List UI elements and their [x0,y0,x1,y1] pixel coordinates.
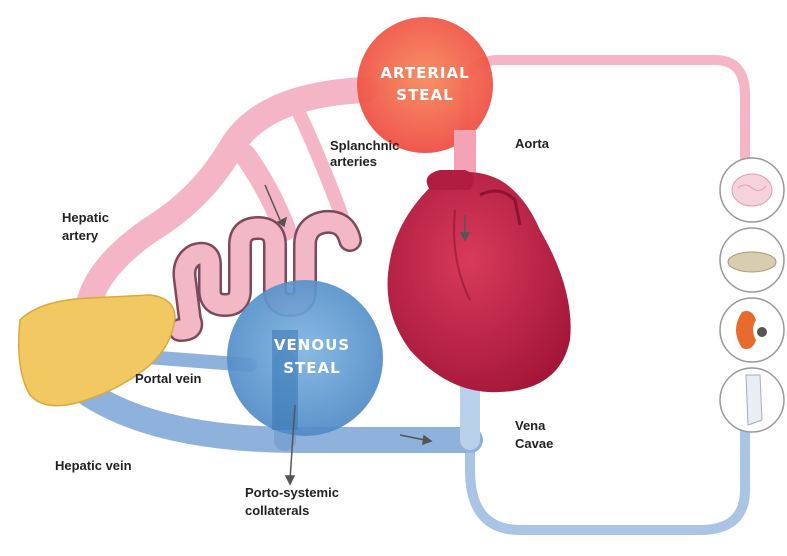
portal-vein-label: Portal vein [135,371,202,386]
porto-systemic-label-2: collaterals [245,503,309,518]
aorta-label: Aorta [515,136,550,151]
porto-systemic-label-1: Porto-systemic [245,485,339,500]
arterial-steal-label-2: STEAL [396,86,453,104]
heart-icon [388,170,571,392]
hepatic-artery-label-1: Hepatic [62,210,109,225]
splanchnic-arteries-label-2: arteries [330,154,377,169]
aorta-vessel [465,60,745,190]
arterial-steal-label-1: ARTERIAL [380,64,469,82]
brain-icon [732,174,772,206]
venous-circuit [70,330,745,530]
hepatic-artery-vessel [90,90,365,300]
venous-steal-label-2: STEAL [283,359,340,377]
systemic-venous-return [470,380,745,530]
leg-icon [746,375,762,425]
vena-cava-label-2: Cavae [515,436,553,451]
venous-steal-label-1: VENOUS [274,336,350,354]
liver-icon [19,295,175,406]
organ-column [720,158,784,432]
venous-steal-zone: VENOUS STEAL [227,280,383,436]
hepatic-vein-label: Hepatic vein [55,458,132,473]
splanchnic-arteries-label-1: Splanchnic [330,138,399,153]
hepatic-artery-label-2: artery [62,228,99,243]
lung-icon [728,252,776,272]
vena-cava-label-1: Vena [515,418,546,433]
